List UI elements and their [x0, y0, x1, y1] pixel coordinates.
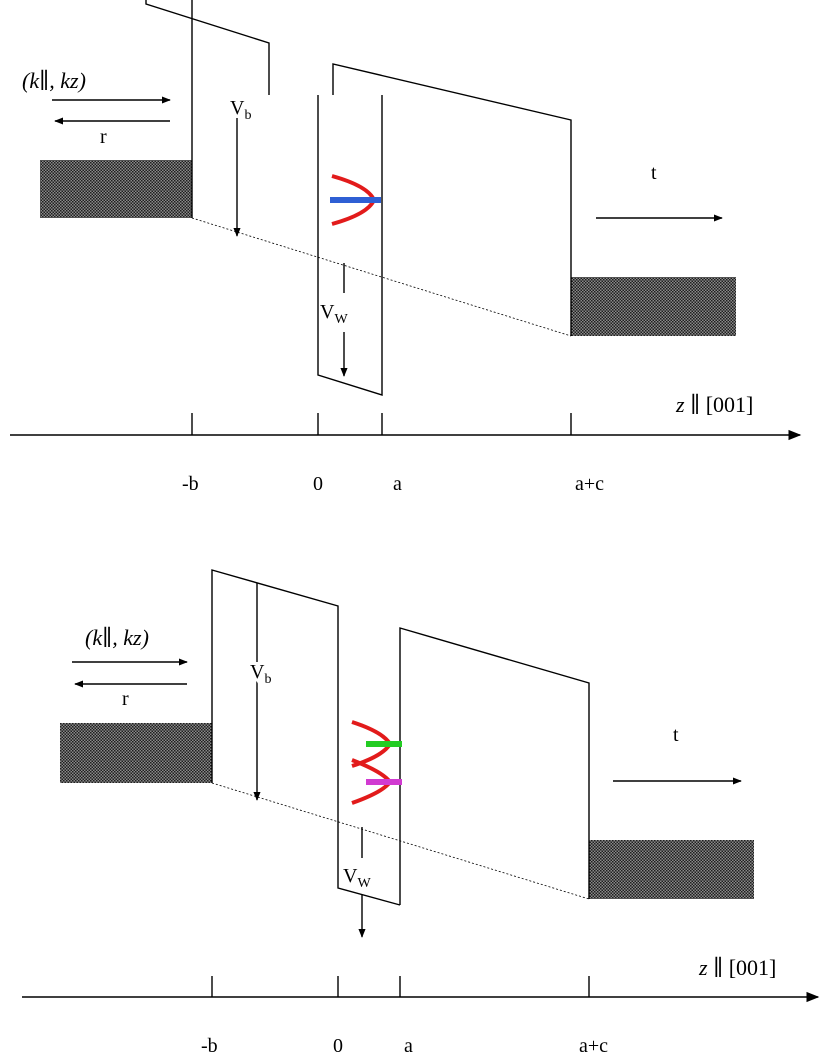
well-depth-label: VW	[320, 301, 348, 327]
reflected-label: r	[100, 126, 107, 148]
tick-label-a-plus-c: a+c	[575, 473, 604, 495]
tick-label-zero: 0	[333, 1035, 343, 1057]
first-barrier-outline	[145, 0, 270, 95]
well-outline	[317, 95, 383, 396]
second-barrier-outline	[399, 627, 590, 905]
barrier-height-label: Vb	[250, 661, 271, 687]
potential-slope-line	[211, 782, 590, 900]
tick-label-minus-b: -b	[201, 1035, 218, 1057]
transmitted-label: t	[673, 724, 679, 746]
reflected-label: r	[122, 688, 129, 710]
wavevector-label: (k∥, kz)	[22, 68, 86, 93]
second-barrier-outline	[332, 63, 572, 336]
first-barrier-outline	[211, 569, 401, 906]
tick-label-minus-b: -b	[182, 473, 199, 495]
tick-label-a: a	[404, 1035, 413, 1057]
panel-bottom: (k∥, kz) r Vb VW t z ∥ [001] -b 0 a a+c	[22, 569, 820, 1057]
transmitted-label: t	[651, 162, 657, 184]
right-contact-hatched	[589, 840, 754, 899]
tick-label-a: a	[393, 473, 402, 495]
barrier-height-label: Vb	[230, 97, 251, 123]
z-axis-label: z ∥ [001]	[698, 955, 776, 980]
tick-label-zero: 0	[313, 473, 323, 495]
wavevector-label: (k∥, kz)	[85, 625, 149, 650]
well-depth-label: VW	[343, 865, 371, 891]
left-contact-hatched	[40, 160, 192, 218]
right-contact-hatched	[571, 277, 736, 336]
panel-top: (k∥, kz) r Vb VW t z ∥ [001] -b 0 a a+c	[10, 0, 802, 495]
tick-label-a-plus-c: a+c	[579, 1035, 608, 1057]
z-axis-label: z ∥ [001]	[675, 392, 753, 417]
left-contact-hatched	[60, 723, 212, 783]
